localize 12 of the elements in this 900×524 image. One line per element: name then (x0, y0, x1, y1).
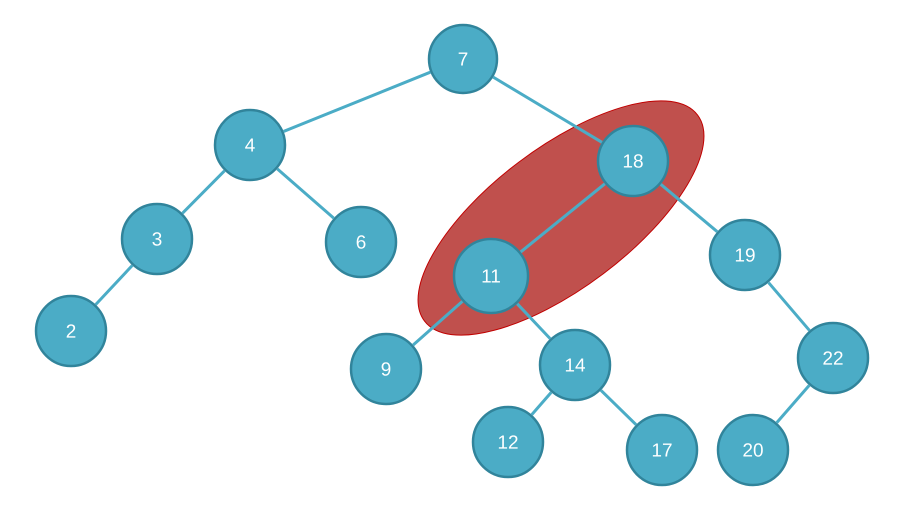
edge-line (283, 70, 431, 133)
edge-line (412, 300, 464, 346)
edge-line (94, 264, 134, 306)
edge-line (492, 76, 603, 144)
edge-line (767, 282, 811, 332)
edge-line (600, 389, 638, 426)
edge-line (520, 182, 606, 254)
edge-line (776, 384, 810, 424)
edge-line (660, 183, 718, 233)
edge-line (181, 170, 226, 214)
edge-line (276, 168, 335, 220)
edge-line (530, 391, 552, 416)
